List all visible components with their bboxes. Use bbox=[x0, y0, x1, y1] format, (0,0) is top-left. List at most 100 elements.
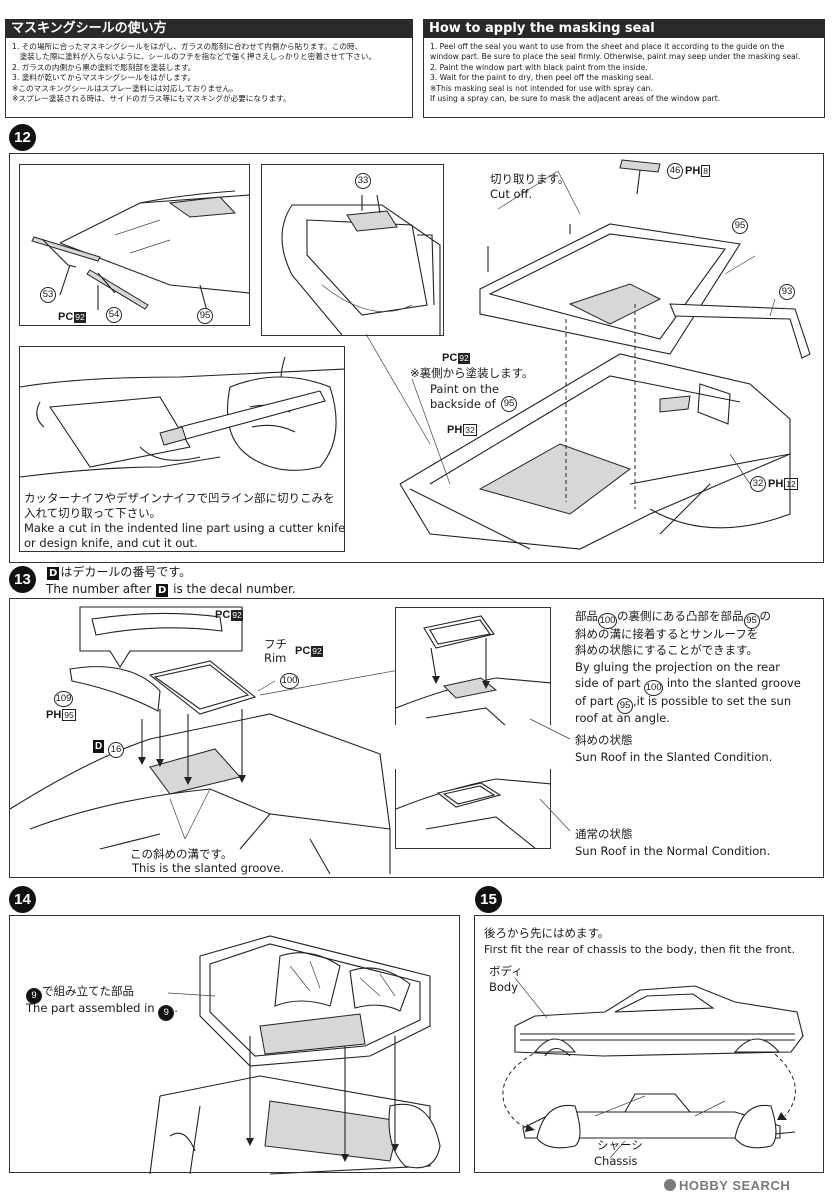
instruction-line: 3. 塗料が乾いてからマスキングシールをはがします。 bbox=[12, 73, 196, 83]
instruction-line: ※This masking seal is not intended for u… bbox=[430, 83, 653, 93]
fit-instruction-en: First fit the rear of chassis to the bod… bbox=[484, 943, 796, 956]
cut-off-label-en: Cut off. bbox=[490, 187, 533, 201]
body-label-jp: ボディ bbox=[489, 964, 523, 978]
sunroof-slanted-detail-box bbox=[395, 607, 551, 725]
slanted-groove-label-jp: この斜めの溝です。 bbox=[130, 847, 233, 861]
part-100-label: 100 bbox=[598, 613, 617, 629]
instruction-line: 1. Peel off the seal you want to use fro… bbox=[430, 42, 785, 51]
instruction-line: ※スプレー塗装される時は、サイドのガラス等にもマスキングが必要になります。 bbox=[12, 94, 291, 104]
sunroof-leader-lines bbox=[529, 718, 571, 832]
hobby-search-logo-icon bbox=[664, 1179, 676, 1191]
normal-condition-label-jp: 通常の状態 bbox=[575, 827, 633, 841]
step-15-number: 15 bbox=[475, 886, 502, 913]
sunroof-desc-jp-2: 斜めの溝に接着するとサンルーフを bbox=[575, 627, 759, 641]
body-label-en: Body bbox=[489, 980, 519, 994]
part-95-label: 95 bbox=[501, 396, 517, 412]
part-95-label: 95 bbox=[197, 308, 213, 324]
backside-paint-note-en-2: backside of bbox=[430, 397, 496, 411]
sunroof-desc-jp-3: 斜めの状態にすることができます。 bbox=[575, 643, 758, 657]
rear-shelf-detail-box: 33 bbox=[261, 164, 444, 336]
masking-seal-instructions-en: 1. Peel off the seal you want to use fro… bbox=[423, 38, 825, 118]
instruction-line: 3. Wait for the paint to dry, then peel … bbox=[430, 73, 654, 83]
instruction-line: 1. その場所に合ったマスキングシールをはがし、ガラスの彫刻に合わせて内側から貼… bbox=[12, 42, 363, 51]
part-100-label: 100 bbox=[280, 673, 299, 689]
part-100-label: 100 bbox=[644, 680, 664, 696]
knife-cut-detail-box: カッターナイフやデザインナイフで凹ライン部に切りこみを 入れて切り取って下さい。… bbox=[19, 346, 345, 552]
instruction-line: 塗装した際に塗料が入らないように、シールのフチを指などで強く押さえしっかりと密着… bbox=[12, 52, 376, 62]
step-12-number: 12 bbox=[9, 124, 36, 151]
part-109-label: 109 bbox=[54, 691, 73, 707]
interior-to-chassis-illustration bbox=[149, 935, 441, 1175]
rear-body-assembly-illustration bbox=[365, 159, 811, 550]
sunroof-desc-en-3: of part 95,it is possible to set the sun bbox=[575, 694, 791, 714]
part-95-label: 95 bbox=[732, 218, 748, 234]
windshield-wiper-illustration bbox=[31, 190, 249, 316]
decal-note-en: The number after D is the decal number. bbox=[46, 582, 296, 597]
step-14-number: 14 bbox=[9, 886, 36, 913]
backside-paint-note-en-1: Paint on the bbox=[430, 382, 499, 396]
decal-16-number: 16 bbox=[108, 742, 125, 758]
rim-label-en: Rim bbox=[264, 651, 287, 665]
sunroof-normal-detail-box bbox=[395, 769, 551, 849]
slanted-condition-label-jp: 斜めの状態 bbox=[575, 733, 633, 747]
cutting-knife-illustration bbox=[20, 356, 344, 478]
sunroof-desc-en-1: By gluing the projection on the rear bbox=[575, 660, 781, 674]
decal-d-icon: D bbox=[156, 584, 169, 597]
part-9-label: 9 bbox=[158, 1005, 175, 1021]
part-33-label: 33 bbox=[355, 173, 371, 189]
backside-paint-note-jp: ※裏側から塗装します。 bbox=[410, 366, 534, 380]
body-and-chassis-illustration bbox=[502, 977, 804, 1159]
part-95-label: 95 bbox=[743, 613, 760, 629]
part-54-label: 54 bbox=[106, 307, 122, 323]
sunroof-slanted-illustration bbox=[396, 615, 550, 725]
part-46-label: 46 bbox=[667, 163, 683, 179]
instruction-line: 2. ガラスの内側から黒の塗料で彫刻部を塗装します。 bbox=[12, 62, 196, 72]
rear-shelf-illustration bbox=[281, 194, 441, 335]
step-15-panel: 後ろから先にはめます。 First fit the rear of chassi… bbox=[474, 915, 824, 1173]
part-93-label: 93 bbox=[779, 284, 795, 300]
cut-off-label-jp: 切り取ります。 bbox=[490, 172, 570, 186]
chassis-label-en: Chassis bbox=[594, 1154, 638, 1168]
part-9-label: 9 bbox=[26, 988, 42, 1004]
knife-instruction-jp-2: 入れて切り取って下さい。 bbox=[24, 506, 162, 520]
decal-d-icon: D bbox=[47, 567, 60, 580]
instruction-line: ※このマスキングシールはスプレー塗料には対応しておりません。 bbox=[12, 83, 238, 93]
rim-label-jp: フチ bbox=[264, 637, 287, 651]
part-95-label: 95 bbox=[616, 698, 633, 714]
slanted-condition-label-en: Sun Roof in the Slanted Condition. bbox=[575, 750, 773, 764]
fit-instruction-jp: 後ろから先にはめます。 bbox=[484, 926, 610, 940]
normal-condition-label-en: Sun Roof in the Normal Condition. bbox=[575, 844, 771, 858]
masking-seal-title-en: How to apply the masking seal bbox=[423, 19, 825, 38]
chassis-label-jp: シャーシ bbox=[597, 1138, 643, 1152]
instruction-line: 2. Paint the window part with black pain… bbox=[430, 62, 648, 72]
masking-seal-instructions-jp: 1. その場所に合ったマスキングシールをはがし、ガラスの彫刻に合わせて内側から貼… bbox=[5, 38, 413, 118]
sunroof-desc-en-2: side of part 100 into the slanted groove bbox=[575, 676, 801, 696]
instruction-line: If using a spray can, be sure to mask th… bbox=[430, 94, 721, 104]
slanted-groove-label-en: This is the slanted groove. bbox=[132, 861, 284, 875]
part-53-label: 53 bbox=[40, 287, 56, 303]
sunroof-normal-illustration bbox=[396, 778, 550, 848]
hobby-search-watermark: HOBBY SEARCH bbox=[664, 1178, 790, 1193]
part-32-label: 32 bbox=[750, 476, 766, 492]
sunroof-desc-en-4: roof at an angle. bbox=[575, 711, 671, 725]
knife-instruction-jp-1: カッターナイフやデザインナイフで凹ライン部に切りこみを bbox=[24, 491, 335, 505]
instruction-line: window part. Be sure to place the seal f… bbox=[430, 52, 801, 62]
knife-instruction-en-1: Make a cut in the indented line part usi… bbox=[24, 521, 345, 535]
decal-16-label: D 16 bbox=[92, 739, 125, 758]
knife-instruction-en-2: or design knife, and cut it out. bbox=[24, 536, 198, 550]
step-13-number: 13 bbox=[9, 566, 36, 593]
